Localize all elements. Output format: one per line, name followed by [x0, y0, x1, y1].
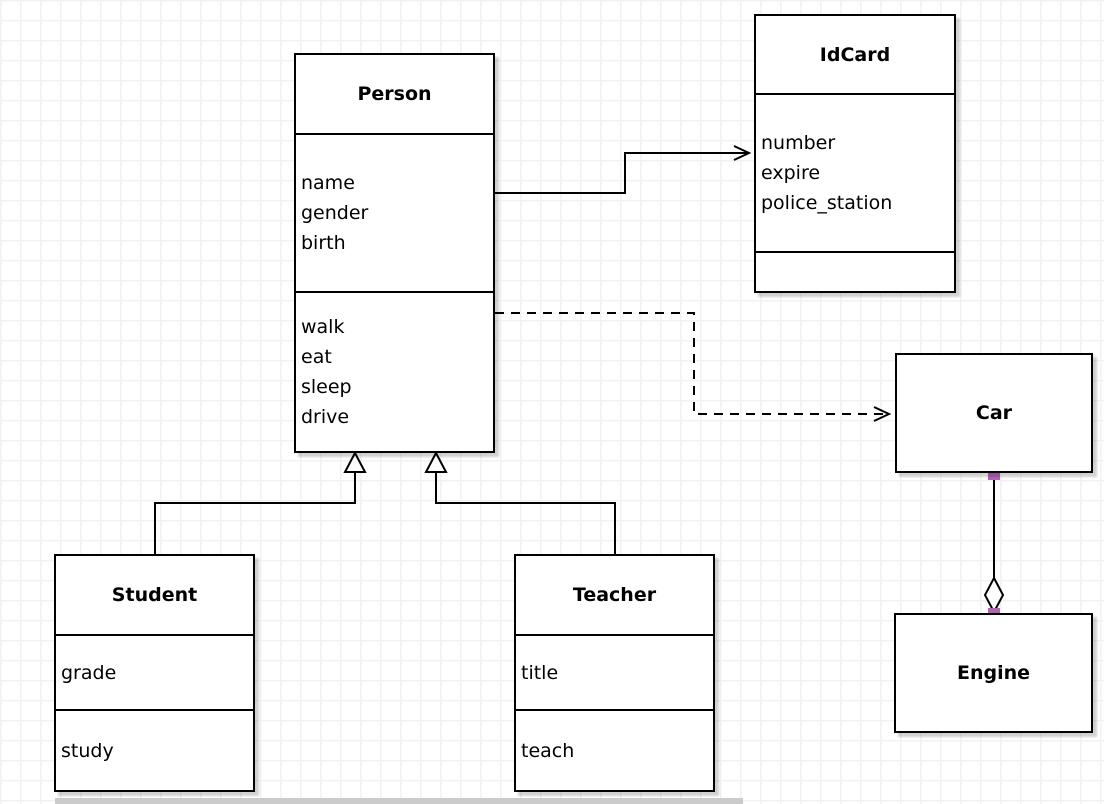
attributes-compartment: name gender birth: [296, 135, 493, 293]
edge-car-engine-aggregation[interactable]: [983, 468, 1005, 620]
edge-person-idcard-association[interactable]: [495, 145, 752, 194]
methods-compartment: study: [56, 711, 253, 790]
method: sleep: [301, 376, 352, 398]
class-title: Teacher: [516, 556, 713, 636]
methods-compartment: walk eat sleep drive: [296, 293, 493, 451]
attribute: expire: [761, 162, 821, 184]
class-title: Engine: [956, 662, 1031, 684]
attributes-compartment: grade: [56, 636, 253, 711]
method: eat: [301, 346, 332, 368]
edge-student-person-generalization[interactable]: [154, 450, 367, 554]
attributes-compartment: number expire police_station: [756, 95, 954, 253]
attributes-compartment: title: [516, 636, 713, 711]
methods-compartment-empty: [756, 253, 954, 291]
method: teach: [521, 739, 575, 762]
attribute: name: [301, 172, 355, 194]
class-box-person[interactable]: Person name gender birth walk eat sleep …: [294, 53, 495, 453]
class-title: Student: [56, 556, 253, 636]
hollow-triangle-arrowhead: [343, 450, 367, 473]
edge-teacher-person-generalization[interactable]: [424, 450, 616, 554]
hollow-diamond-marker: [983, 575, 1005, 615]
class-title: Person: [296, 55, 493, 135]
attribute: title: [521, 661, 559, 684]
class-box-teacher[interactable]: Teacher title teach: [514, 554, 715, 792]
method: study: [61, 739, 114, 762]
methods-compartment: teach: [516, 711, 713, 790]
class-box-engine[interactable]: Engine: [894, 613, 1093, 733]
class-title: IdCard: [756, 16, 954, 95]
class-title: Car: [975, 402, 1013, 424]
class-box-idcard[interactable]: IdCard number expire police_station: [754, 14, 956, 293]
method: drive: [301, 406, 350, 428]
hollow-triangle-arrowhead: [424, 450, 448, 473]
class-box-car[interactable]: Car: [895, 353, 1093, 473]
method: walk: [301, 316, 345, 338]
attribute: police_station: [761, 192, 893, 214]
canvas-bottom-shadow-strip: [55, 798, 743, 804]
attribute: grade: [61, 661, 117, 684]
class-box-student[interactable]: Student grade study: [54, 554, 255, 792]
attribute: birth: [301, 232, 346, 254]
edge-person-car-dependency[interactable]: [495, 312, 892, 422]
attribute: gender: [301, 202, 369, 224]
attribute: number: [761, 132, 836, 154]
